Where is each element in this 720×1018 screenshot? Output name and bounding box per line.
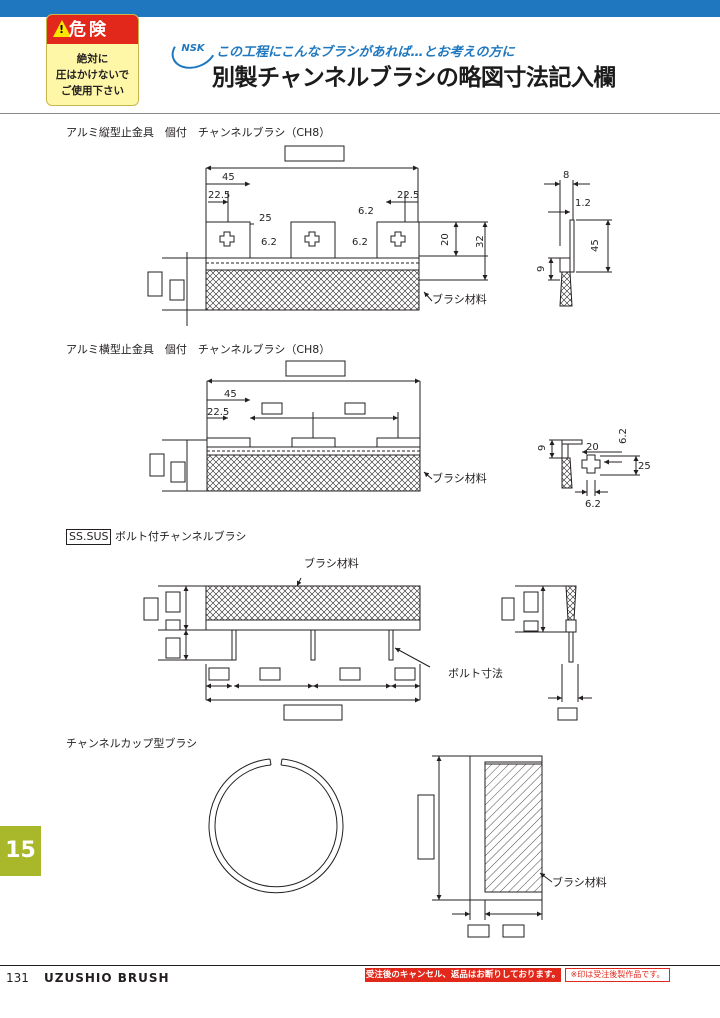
section-1-drawing [147, 145, 612, 326]
brush-body-4 [484, 761, 543, 893]
warning-icon [53, 20, 71, 37]
input-box-pitch-b [344, 402, 366, 415]
warning-mark: ! [59, 23, 65, 36]
section-4-title: チャンネルカップ型ブラシ [66, 737, 198, 750]
section-3-title: SS.SUS ボルト付チャンネルブラシ [66, 529, 246, 545]
dim-text: 1.2 [575, 198, 591, 209]
footer-divider [0, 965, 720, 966]
dim-text: 9 [536, 266, 547, 272]
input-box-length-3 [283, 704, 343, 721]
page-number: 131 [6, 971, 29, 985]
input-box-length-2 [285, 360, 346, 377]
input-box-bolt-c [339, 667, 361, 681]
input-box-cup-b [502, 924, 525, 938]
chapter-tab [0, 826, 41, 876]
dim-text: 25 [638, 461, 651, 472]
input-box-height-f [165, 591, 181, 613]
warning-line-2: 圧はかけないで [55, 69, 130, 81]
dim-text: 9 [537, 445, 548, 451]
input-box-pitch-a [261, 402, 283, 415]
dim-text: 8 [563, 170, 569, 181]
warning-box: ! 危険 絶対に 圧はかけないで ご使用下さい [46, 14, 139, 106]
input-box-height-i [501, 597, 515, 621]
input-box-cup-a [467, 924, 490, 938]
section-2-title: アルミ横型止金具 個付 チャンネルブラシ（CH8） [66, 343, 331, 356]
brush-body-1 [205, 269, 420, 311]
dim-text: 6.2 [585, 499, 601, 510]
dim-text: 20 [586, 442, 599, 453]
nsk-logo: NSK [181, 43, 205, 54]
dim-text: 6.2 [618, 428, 629, 444]
input-box-cup-height [417, 794, 435, 860]
dim-text: 22.5 [397, 190, 419, 201]
bolt-size-label: ボルト寸法 [448, 666, 503, 680]
warning-title: 危険 [69, 20, 109, 40]
input-box-bolt-d [394, 667, 416, 681]
input-box-bolt-b [259, 667, 281, 681]
brand-name: UZUSHIO BRUSH [44, 971, 170, 985]
section-3-name: ボルト付チャンネルブラシ [114, 530, 247, 543]
brush-material-label: ブラシ材料 [552, 875, 607, 889]
warning-line-1: 絶対に [76, 53, 109, 65]
brush-body-2 [206, 454, 421, 492]
dim-text: 20 [440, 233, 451, 246]
input-box-height-k [523, 620, 539, 632]
input-box-height-j [523, 591, 539, 613]
section-3-drawing [143, 577, 592, 721]
header-divider [0, 113, 720, 114]
warning-text: 絶対に 圧はかけないで ご使用下さい [49, 51, 136, 99]
brush-material-label: ブラシ材料 [304, 556, 359, 570]
input-box-height-a [147, 271, 163, 297]
dim-text: 22.5 [207, 407, 229, 418]
dim-text: 45 [590, 239, 601, 252]
dim-text: 45 [224, 389, 237, 400]
brush-body-3 [205, 585, 421, 621]
input-box-height-g [165, 619, 181, 631]
material-badge: SS.SUS [66, 529, 112, 545]
brush-material-label: ブラシ材料 [432, 471, 487, 485]
chapter-number: 15 [5, 838, 36, 863]
brush-material-label: ブラシ材料 [432, 292, 487, 306]
top-band [0, 0, 720, 17]
cancel-notice: 受注後のキャンセル、返品はお断りしております。 [365, 968, 561, 982]
technical-drawings: 45 22.5 25 6.2 22.5 6.2 6.2 20 32 8 1.2 … [143, 145, 651, 938]
header-subtitle: この工程にこんなブラシがあれば…とお考えの方に [216, 45, 515, 60]
input-box-bolt-a [208, 667, 230, 681]
input-box-height-d [170, 461, 186, 483]
dim-text: 32 [475, 235, 486, 248]
section-1-title: アルミ縦型止金具 個付 チャンネルブラシ（CH8） [66, 126, 331, 139]
dim-text: 6.2 [261, 237, 277, 248]
input-box-height-e [143, 597, 159, 621]
dim-text: 45 [222, 172, 235, 183]
page-title: 別製チャンネルブラシの略図寸法記入欄 [212, 65, 616, 91]
section-4-drawing [208, 755, 553, 938]
warning-line-3: ご使用下さい [61, 85, 124, 97]
dim-text: 6.2 [358, 206, 374, 217]
dim-text: 25 [259, 213, 272, 224]
dim-text: 22.5 [208, 190, 230, 201]
input-box-height-b [169, 279, 185, 301]
section-2-drawing [149, 360, 640, 496]
input-box-bolt-width [557, 707, 578, 721]
input-box-length [284, 145, 345, 162]
made-to-order-notice: ※印は受注後製作品です。 [565, 968, 670, 982]
input-box-height-h [165, 637, 181, 659]
input-box-height-c [149, 453, 165, 477]
dim-text: 6.2 [352, 237, 368, 248]
